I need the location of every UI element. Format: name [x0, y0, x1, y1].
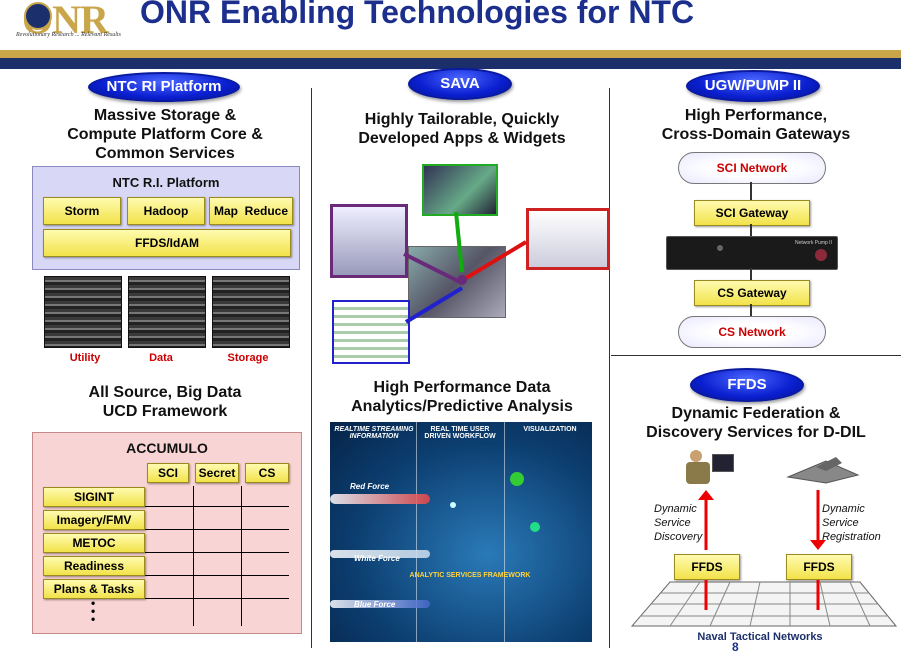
network-pump-device: Network Pump II — [666, 236, 838, 270]
cs-column-header: CS — [245, 463, 289, 483]
col3-heading2: Dynamic Federation & Discovery Services … — [614, 404, 898, 442]
registration-arrow-icon — [810, 490, 826, 550]
sci-gateway-box: SCI Gateway — [694, 200, 810, 226]
blue-force-label: Blue Force — [354, 600, 396, 609]
col2-heading-line2: Developed Apps & Widgets — [358, 130, 566, 147]
logo-seal-icon — [24, 2, 52, 30]
device-label: Network Pump II — [795, 240, 832, 246]
discovery-line1: Dynamic — [654, 503, 697, 515]
col1-heading2-line1: All Source, Big Data — [88, 384, 242, 401]
widget-screenshot-table — [526, 208, 610, 270]
col1-heading2-line2: UCD Framework — [102, 403, 228, 420]
col2-heading2: High Performance Data Analytics/Predicti… — [320, 378, 604, 416]
storage-server-rack — [212, 276, 290, 348]
uav-drone-icon — [786, 457, 860, 484]
col1-heading-line3: Common Services — [95, 145, 235, 162]
col1-heading: Massive Storage & Compute Platform Core … — [20, 106, 310, 163]
more-rows-ellipsis: • • • — [91, 596, 96, 626]
viz-node-icon-2 — [530, 522, 540, 532]
viz-node-icon — [510, 472, 524, 486]
divider-right — [609, 88, 610, 648]
red-force-label: Red Force — [350, 482, 390, 491]
accumulo-title: ACCUMULO — [126, 440, 208, 456]
ffds-idam-box: FFDS/IdAM — [43, 229, 291, 257]
device-led-icon — [717, 245, 723, 251]
ntc-ri-platform-box: NTC R.I. Platform Storm Hadoop Map Reduc… — [32, 166, 300, 270]
sigint-row: SIGINT — [43, 487, 145, 507]
white-force-label: White Force — [354, 554, 400, 563]
registration-line1: Dynamic — [822, 503, 865, 515]
operator-workstation-icon — [684, 450, 734, 492]
page-number: 8 — [732, 640, 739, 654]
col3-heading-line1: High Performance, — [684, 107, 828, 124]
cs-network-cloud: CS Network — [678, 316, 826, 348]
data-label: Data — [149, 352, 173, 364]
widget-connectors — [403, 211, 528, 324]
mapreduce-box: Map Reduce — [209, 197, 293, 225]
col3-heading: High Performance, Cross-Domain Gateways — [614, 106, 898, 144]
ffds-right-box: FFDS — [786, 554, 852, 580]
sava-widgets-collage — [328, 162, 610, 364]
naval-tactical-networks-label: Naval Tactical Networks — [697, 631, 823, 643]
analytics-graphic: REALTIME STREAMING INFORMATION REAL TIME… — [330, 422, 592, 642]
widget-screenshot-map — [422, 164, 498, 216]
readiness-row: Readiness — [43, 556, 145, 576]
hadoop-box: Hadoop — [127, 197, 205, 225]
workflow-column-head: REAL TIME USER DRIVEN WORKFLOW — [424, 426, 496, 440]
discovery-line3: Discovery — [654, 531, 703, 543]
plans-tasks-row: Plans & Tasks — [43, 579, 145, 599]
col1-heading-line1: Massive Storage & — [93, 107, 237, 124]
col1-heading-line2: Compute Platform Core & — [67, 126, 263, 143]
naval-network-grid — [630, 580, 898, 627]
discovery-arrow-icon — [698, 490, 714, 550]
registration-line3: Registration — [822, 531, 881, 543]
accumulo-grid — [145, 486, 289, 626]
col2-heading2-line2: Analytics/Predictive Analysis — [351, 398, 573, 415]
storage-label: Storage — [227, 352, 269, 364]
analytic-framework-label: ANALYTIC SERVICES FRAMEWORK — [409, 572, 531, 579]
ffds-pill: FFDS — [690, 368, 804, 402]
header-navy-bar — [0, 58, 901, 69]
divider-left — [311, 88, 312, 648]
storm-box: Storm — [43, 197, 121, 225]
secret-column-header: Secret — [195, 463, 239, 483]
ffds-left-box: FFDS — [674, 554, 740, 580]
header-gold-bar — [0, 50, 901, 58]
workflow-node-icon — [450, 502, 456, 508]
registration-line2: Service — [822, 517, 859, 529]
widget-screenshot-grid — [332, 300, 410, 364]
metoc-row: METOC — [43, 533, 145, 553]
col3-heading2-line1: Dynamic Federation & — [671, 405, 841, 422]
streaming-column-head: REALTIME STREAMING INFORMATION — [334, 426, 414, 440]
col1-heading2: All Source, Big Data UCD Framework — [20, 383, 310, 421]
col3-heading-line2: Cross-Domain Gateways — [661, 126, 851, 143]
onr-logo: ONR Revolutionary Research ... Relevant … — [4, 0, 122, 42]
sci-network-cloud: SCI Network — [678, 152, 826, 184]
data-server-rack — [128, 276, 206, 348]
col2-heading2-line1: High Performance Data — [373, 379, 551, 396]
sava-pill: SAVA — [408, 68, 512, 100]
device-knob-icon — [815, 249, 827, 261]
cs-gateway-box: CS Gateway — [694, 280, 810, 306]
col2-heading-line1: Highly Tailorable, Quickly — [364, 111, 560, 128]
widget-screenshot-center — [408, 246, 506, 318]
col3-heading2-line2: Discovery Services for D-DIL — [646, 424, 866, 441]
col2-heading: Highly Tailorable, Quickly Developed App… — [320, 110, 604, 148]
divider-horizontal — [611, 355, 901, 356]
ugw-pump-pill: UGW/PUMP II — [686, 70, 820, 102]
utility-label: Utility — [69, 352, 101, 364]
service-discovery-label: Dynamic Service Discovery — [654, 502, 702, 544]
service-registration-label: Dynamic Service Registration — [822, 502, 896, 544]
sci-column-header: SCI — [147, 463, 189, 483]
utility-server-rack — [44, 276, 122, 348]
logo-tagline: Revolutionary Research ... Relevant Resu… — [16, 32, 121, 38]
accumulo-box: ACCUMULO SCI Secret CS SIGINT Imagery/FM… — [32, 432, 302, 634]
visualization-column-head: VISUALIZATION — [523, 426, 577, 433]
widget-screenshot-diagram — [330, 204, 408, 278]
imagery-fmv-row: Imagery/FMV — [43, 510, 145, 530]
discovery-line2: Service — [654, 517, 691, 529]
ntc-ri-platform-pill: NTC RI Platform — [88, 72, 240, 102]
page-title: ONR Enabling Technologies for NTC — [140, 0, 695, 30]
platform-title: NTC R.I. Platform — [112, 175, 220, 190]
